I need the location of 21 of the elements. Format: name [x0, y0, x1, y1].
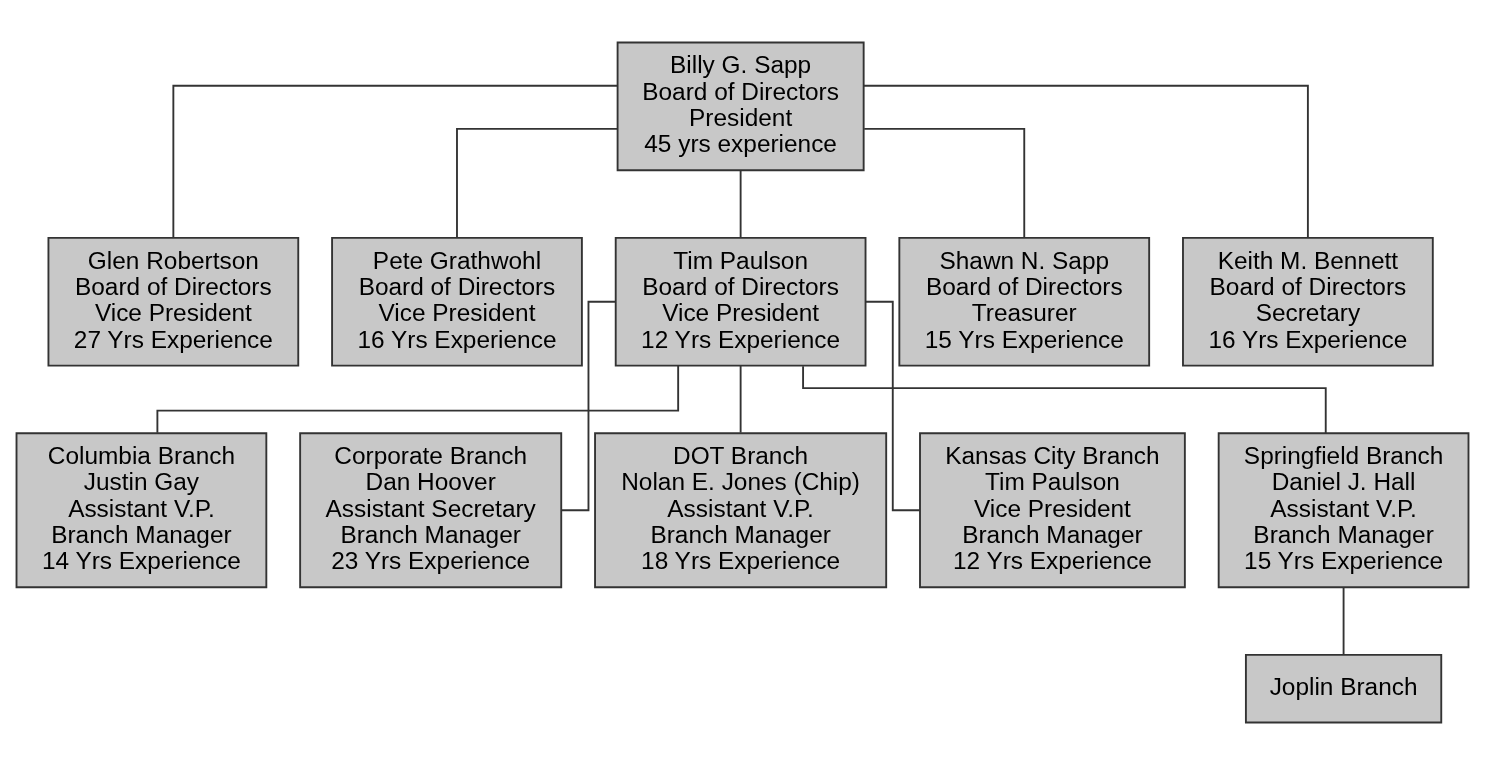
connector	[456, 127, 618, 238]
node-box: Columbia Branch Justin Gay Assistant V.P. Branch Manager 14 Yrs Experience	[15, 431, 268, 588]
node-box: Keith M. Bennett Board of Directors Secretary 16 Yrs Experience	[1182, 236, 1434, 367]
connector	[172, 84, 619, 238]
node-box: Kansas City Branch Tim Paulson Vice President Branch Manager 12 Yrs Experience	[919, 431, 1186, 588]
node-box: Shawn N. Sapp Board of Directors Treasurer 15 Yrs Experience	[898, 236, 1151, 367]
connector	[560, 300, 617, 511]
connector	[1342, 586, 1345, 655]
connector	[739, 364, 742, 434]
node-box: Pete Grathwohl Board of Directors Vice President 16 Yrs Experience	[331, 236, 583, 367]
connector	[862, 84, 1309, 238]
node-box: Billy G. Sapp Board of Directors President 45 yrs experience	[616, 41, 865, 171]
connector	[863, 127, 1026, 238]
node-box: DOT Branch Nolan E. Jones (Chip) Assistant V.P. Branch Manager 18 Yrs Experience	[594, 431, 888, 588]
connector	[739, 168, 742, 239]
node-box: Corporate Branch Dan Hoover Assistant Secretary Branch Manager 23 Yrs Experience	[299, 431, 563, 588]
connector	[864, 300, 921, 511]
node-box: Glen Robertson Board of Directors Vice President 27 Yrs Experience	[47, 236, 300, 367]
node-box: Springfield Branch Daniel J. Hall Assistant V.P. Branch Manager 15 Yrs Experience	[1217, 431, 1470, 588]
node-box: Joplin Branch	[1244, 653, 1443, 723]
node-box: Tim Paulson Board of Directors Vice President 12 Yrs Experience	[614, 236, 867, 367]
